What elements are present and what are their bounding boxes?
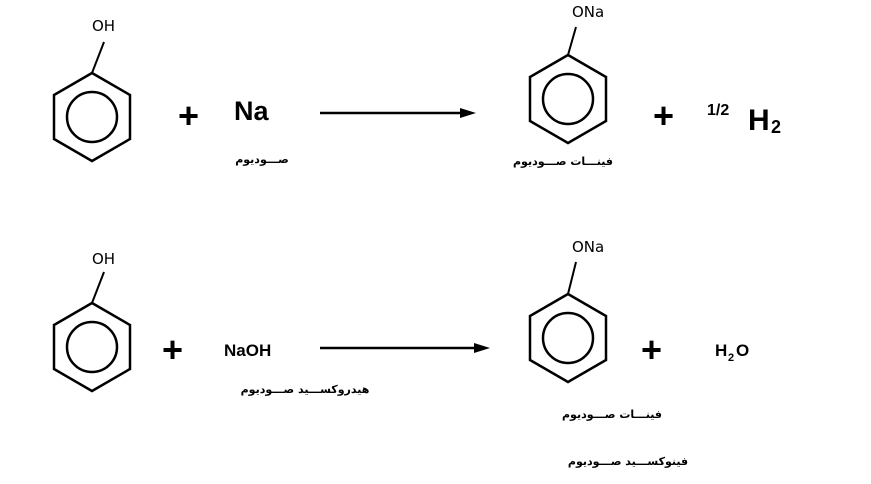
ona-bond-1: [567, 26, 577, 56]
naoh-label: NaOH: [224, 341, 271, 360]
ona-label-1: ONa: [572, 3, 604, 21]
ona-label-2: ONa: [572, 238, 604, 256]
naoh-arabic-name: هيدروكســـيد صـــوديوم: [241, 383, 370, 396]
reaction-2: OH + NaOH هيدروكســـيد صـــوديوم ONa فين…: [52, 238, 749, 468]
hydrogen-subscript: 2: [771, 117, 781, 137]
water-subscript: 2: [728, 352, 734, 364]
water-o: O: [736, 341, 749, 360]
plus-sign-2a: +: [162, 329, 183, 370]
phenoxide-arabic-name-alt: فينوكســـيد صـــوديوم: [568, 455, 688, 468]
hydrogen-symbol: H: [748, 104, 770, 137]
reaction-arrow-2: [320, 343, 490, 353]
hydrogen-byproduct: 1/2 H 2: [707, 102, 781, 137]
hydrogen-coefficient: 1/2: [707, 102, 729, 119]
sodium-arabic-name: صـــوديوم: [235, 153, 289, 166]
plus-sign-1a: +: [178, 95, 199, 136]
oh-label-1: OH: [92, 17, 115, 35]
plus-sign-2b: +: [641, 329, 662, 370]
phenoxide-arabic-name-2: فينـــات صـــوديوم: [562, 408, 662, 421]
oh-label-2: OH: [92, 250, 115, 268]
phenol-molecule-2: OH: [52, 250, 132, 393]
oh-bond-1: [91, 41, 105, 74]
water-byproduct: H 2 O: [715, 341, 749, 364]
water-h: H: [715, 341, 727, 360]
phenoxide-molecule-2: ONa: [528, 238, 608, 384]
phenol-molecule-1: OH: [52, 17, 132, 163]
plus-sign-1b: +: [653, 95, 674, 136]
phenoxide-molecule-1: ONa: [528, 3, 608, 145]
reaction-1: OH + Na صـــوديوم ONa فينـــات صـــوديوم…: [52, 3, 781, 168]
oh-bond-2: [91, 271, 105, 304]
phenoxide-arabic-name-1: فينـــات صـــوديوم: [513, 155, 613, 168]
reaction-arrow-1: [320, 108, 476, 118]
ona-bond-2: [567, 261, 577, 295]
sodium-label: Na: [234, 96, 269, 126]
